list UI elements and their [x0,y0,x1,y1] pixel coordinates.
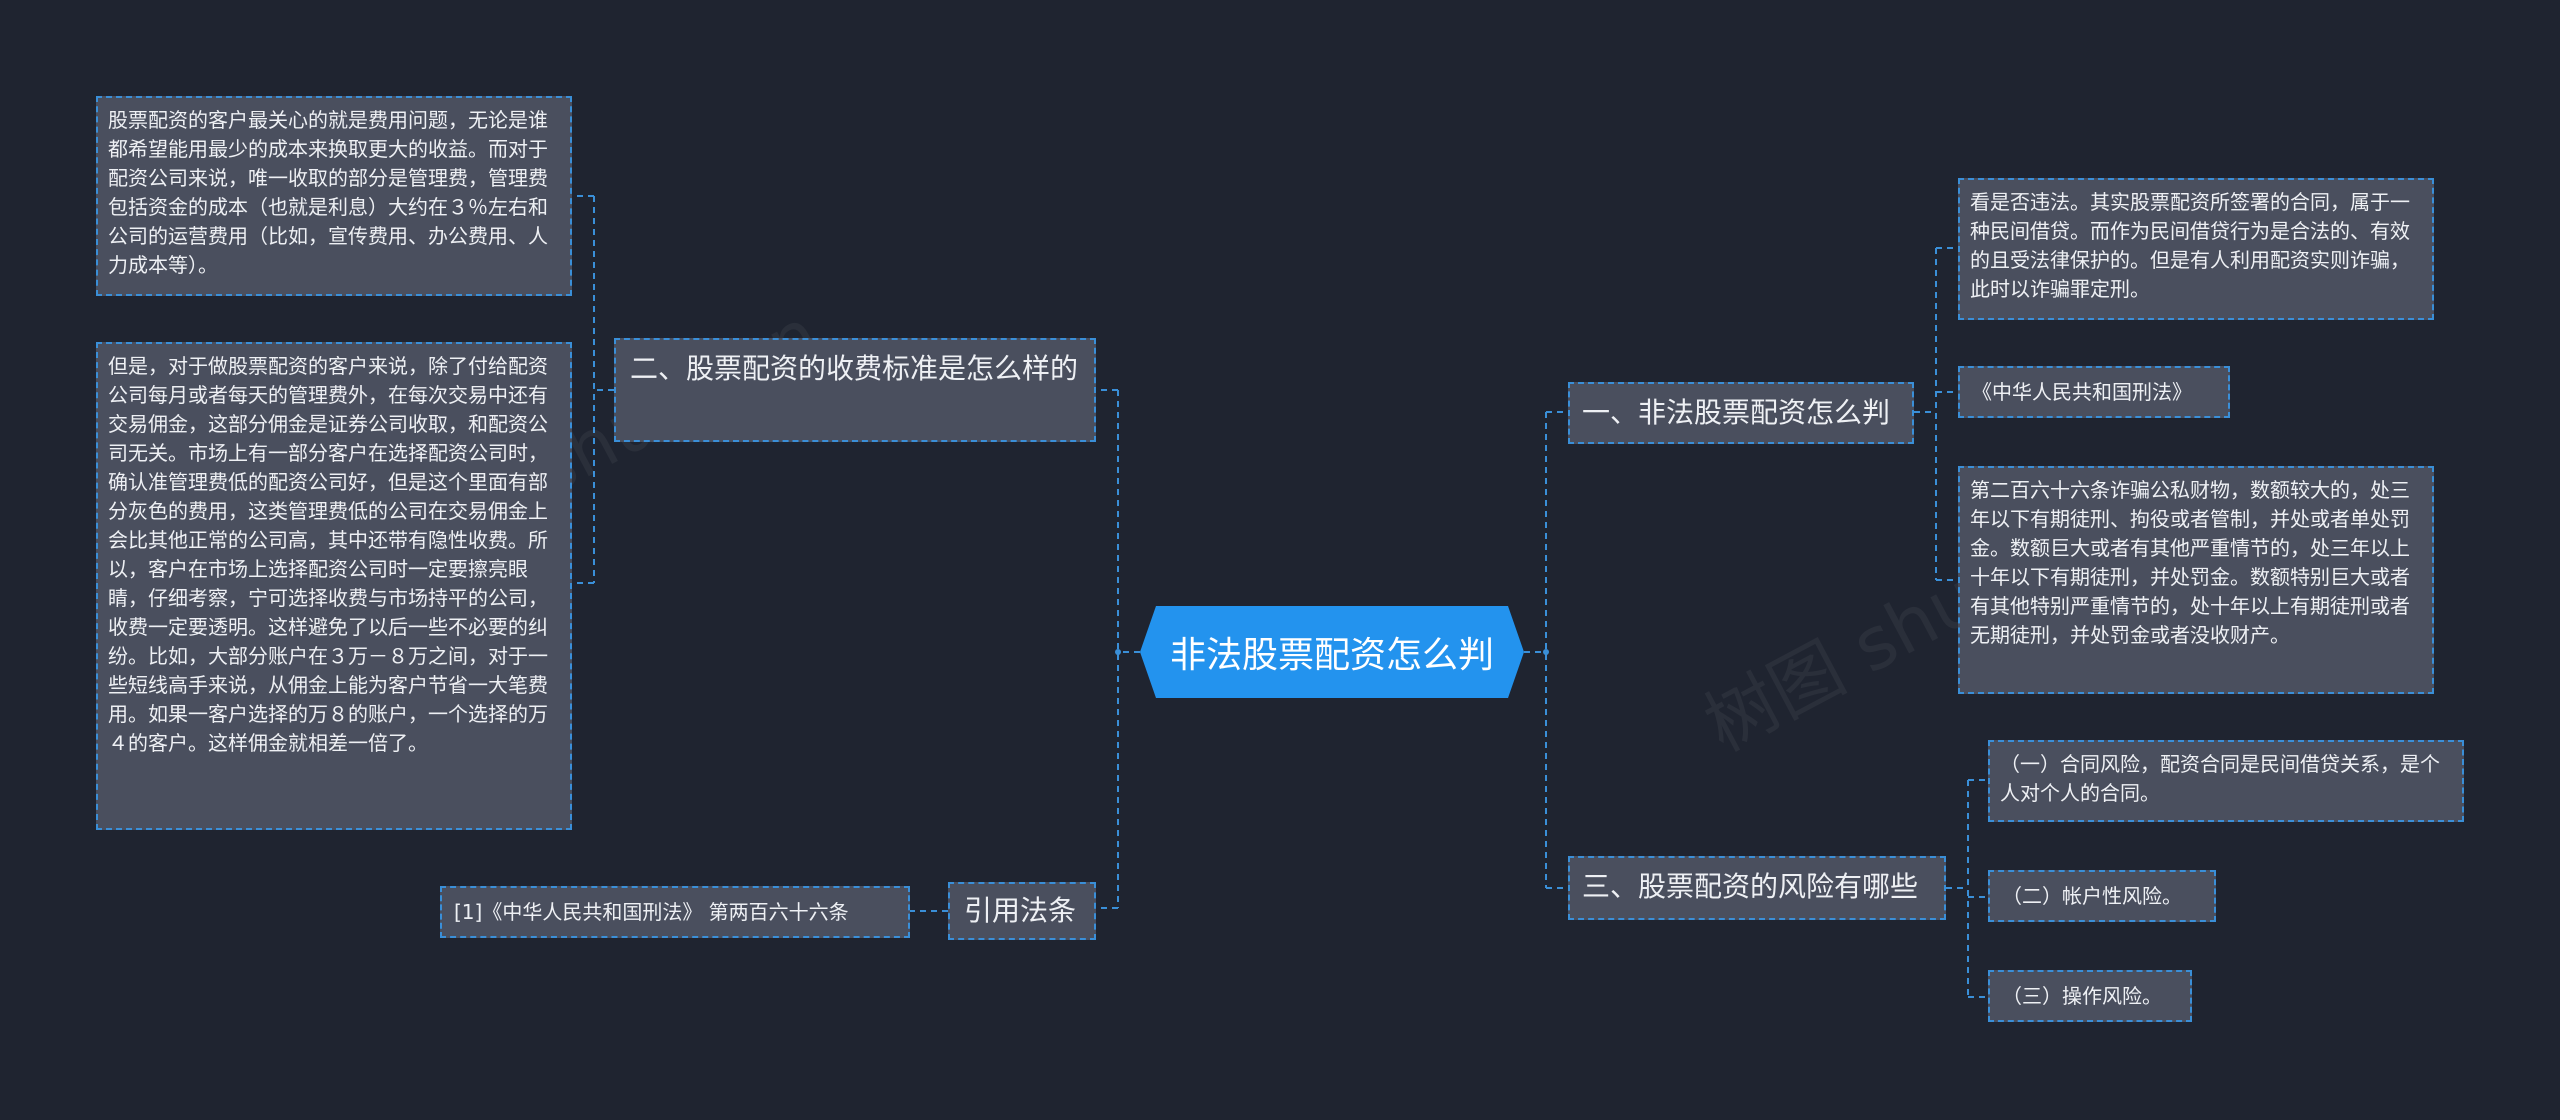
leaf-fees-1[interactable]: 股票配资的客户最关心的就是费用问题，无论是谁都希望能用最少的成本来换取更大的收益… [96,96,572,296]
branch-judge[interactable]: 一、非法股票配资怎么判 [1568,382,1914,444]
leaf-risk-1[interactable]: （一）合同风险，配资合同是民间借贷关系，是个人对个人的合同。 [1988,740,2464,822]
branch-judge-label: 一、非法股票配资怎么判 [1582,396,1891,429]
branch-law-label: 引用法条 [964,894,1077,927]
leaf-judge-1[interactable]: 看是否违法。其实股票配资所签署的合同，属于一种民间借贷。而作为民间借贷行为是合法… [1958,178,2434,320]
leaf-risk-3-text: （三）操作风险。 [2002,984,2162,1008]
branch-risk-label: 三、股票配资的风险有哪些 [1582,870,1919,903]
leaf-fees-2-text: 但是，对于做股票配资的客户来说，除了付给配资公司每月或者每天的管理费外，在每次交… [108,354,548,755]
leaf-risk-1-text: （一）合同风险，配资合同是民间借贷关系，是个人对个人的合同。 [2000,752,2440,805]
leaf-risk-2-text: （二）帐户性风险。 [2002,884,2182,908]
branch-law[interactable]: 引用法条 [948,882,1096,940]
leaf-fees-2[interactable]: 但是，对于做股票配资的客户来说，除了付给配资公司每月或者每天的管理费外，在每次交… [96,342,572,830]
leaf-judge-3[interactable]: 第二百六十六条诈骗公私财物，数额较大的，处三年以下有期徒刑、拘役或者管制，并处或… [1958,466,2434,694]
branch-fees[interactable]: 二、股票配资的收费标准是怎么样的 [614,338,1096,442]
root-node[interactable]: 非法股票配资怎么判 [1140,606,1524,698]
leaf-law-1[interactable]: [1]《中华人民共和国刑法》 第两百六十六条 [440,886,910,938]
leaf-fees-1-text: 股票配资的客户最关心的就是费用问题，无论是谁都希望能用最少的成本来换取更大的收益… [108,108,548,277]
branch-risk[interactable]: 三、股票配资的风险有哪些 [1568,856,1946,920]
leaf-judge-3-text: 第二百六十六条诈骗公私财物，数额较大的，处三年以下有期徒刑、拘役或者管制，并处或… [1970,478,2410,647]
branch-fees-label: 二、股票配资的收费标准是怎么样的 [630,352,1079,385]
leaf-law-1-text: [1]《中华人民共和国刑法》 第两百六十六条 [454,900,849,924]
leaf-risk-2[interactable]: （二）帐户性风险。 [1988,870,2216,922]
leaf-judge-2-text: 《中华人民共和国刑法》 [1972,380,2192,404]
leaf-judge-1-text: 看是否违法。其实股票配资所签署的合同，属于一种民间借贷。而作为民间借贷行为是合法… [1970,190,2410,301]
leaf-judge-2[interactable]: 《中华人民共和国刑法》 [1958,366,2230,418]
root-label: 非法股票配资怎么判 [1169,635,1494,676]
leaf-risk-3[interactable]: （三）操作风险。 [1988,970,2192,1022]
